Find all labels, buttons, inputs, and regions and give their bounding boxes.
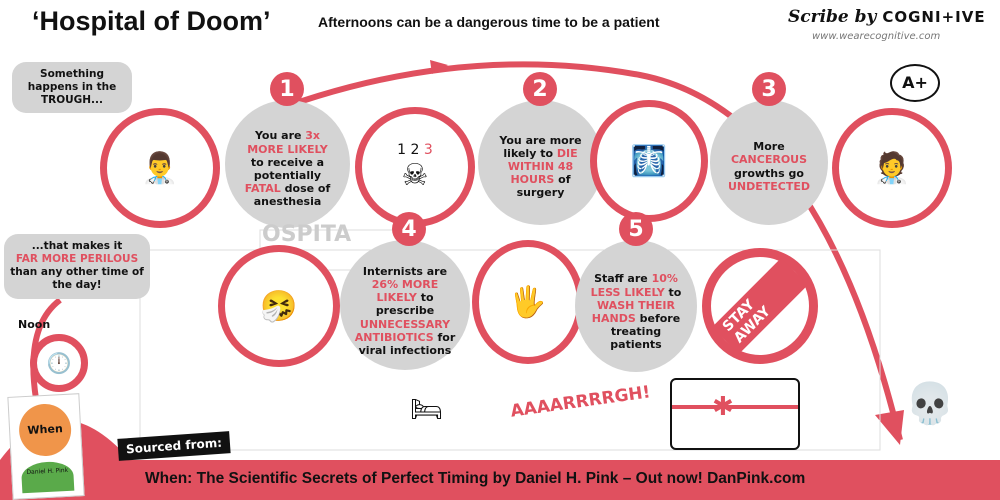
page-subtitle: Afternoons can be a dangerous time to be… (318, 14, 660, 30)
book-author: Daniel H. Pink (20, 460, 75, 494)
step-1-text: You are 3x MORE LIKELY to receive a pote… (225, 100, 350, 228)
step-3-badge: 3 (752, 72, 786, 106)
brand-script: Scribe by (788, 7, 877, 27)
book-cover: When Daniel H. Pink (7, 393, 85, 500)
step-4-badge: 4 (392, 212, 426, 246)
page-title: ‘Hospital of Doom’ (32, 6, 271, 36)
stay-away-text: STAY AWAY (711, 257, 809, 355)
stay-away-sign: STAY AWAY (702, 248, 818, 364)
stretcher-illustration: 🛏 (410, 395, 444, 425)
bubble-text: than any other time of the day! (10, 266, 144, 292)
syringes-skull-illustration: 1 2 3☠ (355, 107, 475, 227)
step-2-badge: 2 (523, 72, 557, 106)
ambulance-illustration: ✱ (670, 378, 800, 450)
noon-label: Noon (18, 318, 51, 331)
book-title: When (17, 402, 73, 458)
step-3-text: More CANCEROUS growths go UNDETECTED (710, 100, 828, 225)
bubble-text: ...that makes it (31, 240, 123, 252)
dirty-hands-illustration: 🖐 (472, 240, 584, 364)
brand-url[interactable]: www.wearecognitive.com (812, 31, 941, 42)
doctor-illustration: 👨‍⚕️ (100, 108, 220, 228)
step-2-text: You are more likely to DIE WITHIN 48 HOU… (478, 100, 603, 225)
source-text[interactable]: When: The Scientific Secrets of Perfect … (145, 470, 806, 487)
step-4-text: Internists are 26% MORE LIKELY to prescr… (340, 240, 470, 370)
sick-patient-illustration: 🤧 (218, 245, 340, 367)
bubble-highlight: FAR MORE PERILOUS (15, 253, 139, 266)
brand-name: COGNI+IVE (882, 8, 986, 26)
xray-patient-illustration: 🩻 (590, 100, 708, 222)
doctor-patient-illustration: 🧑‍⚕️ (832, 108, 952, 228)
brand-logo: Scribe by COGNI+IVE (788, 6, 986, 28)
clock-icon: 🕛 (30, 334, 88, 392)
step-5-text: Staff are 10% LESS LIKELY to WASH THEIR … (575, 240, 697, 372)
speech-bubble-trough: Something happens in the TROUGH... (12, 62, 132, 114)
step-5-badge: 5 (619, 212, 653, 246)
footer-band (0, 460, 1000, 500)
step-1-badge: 1 (270, 72, 304, 106)
grade-bubble: A+ (890, 64, 940, 102)
grim-reaper-illustration: 💀 (905, 381, 955, 427)
hospital-sign: OSPITA (262, 222, 352, 247)
